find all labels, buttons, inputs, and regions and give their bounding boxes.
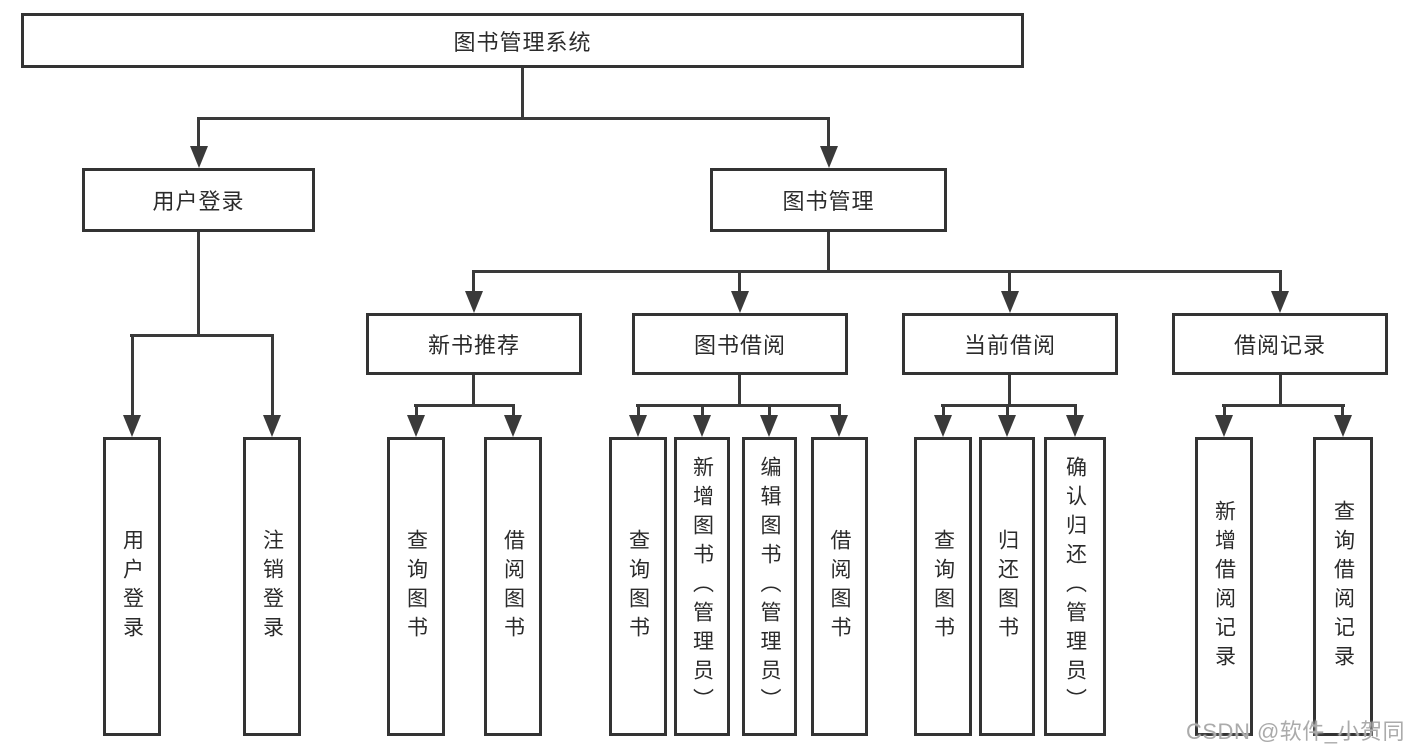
connector-line [472, 270, 475, 292]
arrowhead-icon [407, 415, 425, 437]
arrowhead-icon [123, 415, 141, 437]
connector-line [1341, 404, 1344, 416]
node-leaf-query-borrow-record: 查询借阅记录 [1313, 437, 1373, 736]
arrowhead-icon [693, 415, 711, 437]
node-label: 注销登录 [260, 528, 284, 645]
node-leaf-user-login: 用户登录 [103, 437, 161, 736]
arrowhead-icon [830, 415, 848, 437]
connector-line [1279, 270, 1282, 292]
connector-line [472, 375, 475, 406]
connector-line [636, 404, 841, 407]
node-leaf-add-books-admin: 新增图书（管理员） [674, 437, 730, 736]
node-borrowing-records: 借阅记录 [1172, 313, 1388, 375]
connector-line [827, 117, 830, 148]
node-label: 新增借阅记录 [1212, 499, 1236, 674]
node-label: 查询借阅记录 [1331, 499, 1355, 674]
arrowhead-icon [1215, 415, 1233, 437]
arrowhead-icon [760, 415, 778, 437]
node-label: 新书推荐 [427, 333, 520, 358]
connector-line [637, 404, 640, 416]
connector-line [521, 68, 524, 118]
arrowhead-icon [731, 291, 749, 313]
node-current-borrowing: 当前借阅 [902, 313, 1118, 375]
connector-line [1074, 404, 1077, 416]
connector-line [827, 232, 830, 273]
connector-line [738, 375, 741, 406]
node-leaf-borrow-books: 借阅图书 [484, 437, 542, 736]
node-label: 用户登录 [120, 528, 144, 645]
connector-line [197, 117, 200, 148]
node-leaf-edit-books-admin: 编辑图书（管理员） [742, 437, 797, 736]
arrowhead-icon [190, 146, 208, 168]
node-library-management-system: 图书管理系统 [21, 13, 1024, 68]
connector-line [768, 404, 771, 416]
node-leaf-query-books: 查询图书 [609, 437, 667, 736]
node-book-management: 图书管理 [710, 168, 947, 232]
node-user-login: 用户登录 [82, 168, 315, 232]
arrowhead-icon [998, 415, 1016, 437]
node-label: 查询图书 [626, 528, 650, 645]
connector-line [941, 404, 1077, 407]
connector-line [271, 334, 274, 416]
node-label: 借阅记录 [1233, 333, 1326, 358]
connector-line [701, 404, 704, 416]
node-leaf-add-borrow-record: 新增借阅记录 [1195, 437, 1253, 736]
connector-line [197, 232, 200, 336]
connector-line [1223, 404, 1226, 416]
connector-line [414, 404, 515, 407]
node-label: 借阅图书 [501, 528, 525, 645]
connector-line [415, 404, 418, 416]
connector-line [512, 404, 515, 416]
arrowhead-icon [465, 291, 483, 313]
arrowhead-icon [934, 415, 952, 437]
node-leaf-logout: 注销登录 [243, 437, 301, 736]
connector-line [1006, 404, 1009, 416]
node-label: 归还图书 [995, 528, 1019, 645]
connector-line [130, 334, 274, 337]
node-label: 编辑图书（管理员） [758, 456, 781, 717]
node-label: 图书管理 [782, 189, 875, 214]
csdn-watermark: CSDN @软件_小贺同学 [1186, 719, 1405, 744]
node-label: 图书管理系统 [453, 29, 592, 55]
arrowhead-icon [1271, 291, 1289, 313]
node-label: 借阅图书 [828, 528, 851, 645]
arrowhead-icon [504, 415, 522, 437]
connector-line [472, 270, 1282, 273]
arrowhead-icon [1066, 415, 1084, 437]
connector-line [1008, 270, 1011, 292]
connector-line [197, 117, 830, 120]
node-new-book-recommendation: 新书推荐 [366, 313, 582, 375]
node-leaf-query-books: 查询图书 [914, 437, 972, 736]
node-label: 新增图书（管理员） [690, 456, 714, 717]
connector-line [838, 404, 841, 416]
arrowhead-icon [1334, 415, 1352, 437]
node-leaf-query-books: 查询图书 [387, 437, 445, 736]
arrowhead-icon [1001, 291, 1019, 313]
arrowhead-icon [263, 415, 281, 437]
node-book-borrowing: 图书借阅 [632, 313, 848, 375]
node-leaf-borrow-books: 借阅图书 [811, 437, 868, 736]
connector-line [1279, 375, 1282, 406]
node-label: 当前借阅 [963, 333, 1056, 358]
connector-line [1222, 404, 1345, 407]
arrowhead-icon [820, 146, 838, 168]
node-label: 查询图书 [931, 528, 955, 645]
connector-line [738, 270, 741, 292]
node-leaf-return-books: 归还图书 [979, 437, 1035, 736]
node-label: 图书借阅 [693, 333, 786, 358]
node-label: 确认归还（管理员） [1063, 456, 1087, 717]
node-leaf-confirm-return-admin: 确认归还（管理员） [1044, 437, 1106, 736]
connector-line [942, 404, 945, 416]
arrowhead-icon [629, 415, 647, 437]
node-label: 用户登录 [152, 189, 245, 214]
connector-line [131, 334, 134, 416]
connector-line [1008, 375, 1011, 406]
node-label: 查询图书 [404, 528, 428, 645]
